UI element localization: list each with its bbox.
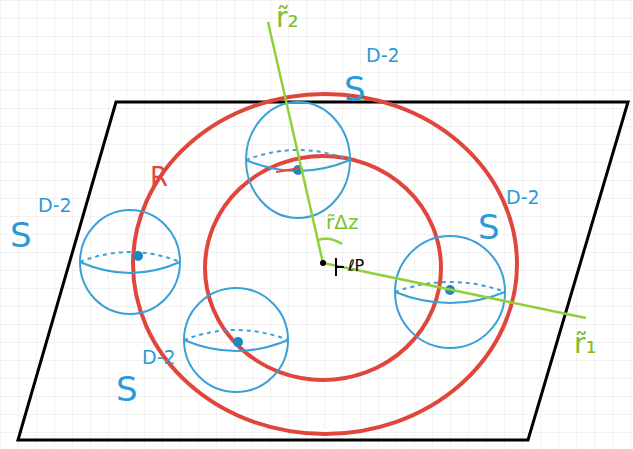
sphere-symbol: S [10,218,32,252]
outer-circle [133,94,517,434]
sphere-dimension: D-2 [506,188,540,207]
sphere-dimension: D-2 [38,196,72,215]
inner-circle [205,156,441,380]
origin-dot [320,260,326,266]
axis-label: r̃₁ [574,330,597,358]
sphere-centres [133,165,455,347]
sphere-dimension: D-2 [142,348,176,367]
axis-label: r̃₂ [276,4,299,32]
plane [18,102,628,440]
length-mark [336,258,344,276]
sphere-symbol: S [344,72,366,106]
length-label: ℓP [348,258,364,274]
sphere-symbol: S [478,210,500,244]
sphere-dimension: D-2 [366,46,400,65]
axis-label: r̃Δz [326,212,358,232]
radius-label: R [150,164,168,190]
sphere-symbol: S [116,372,138,406]
axes [268,22,586,318]
short-mark [276,168,300,172]
spheres [80,102,505,392]
